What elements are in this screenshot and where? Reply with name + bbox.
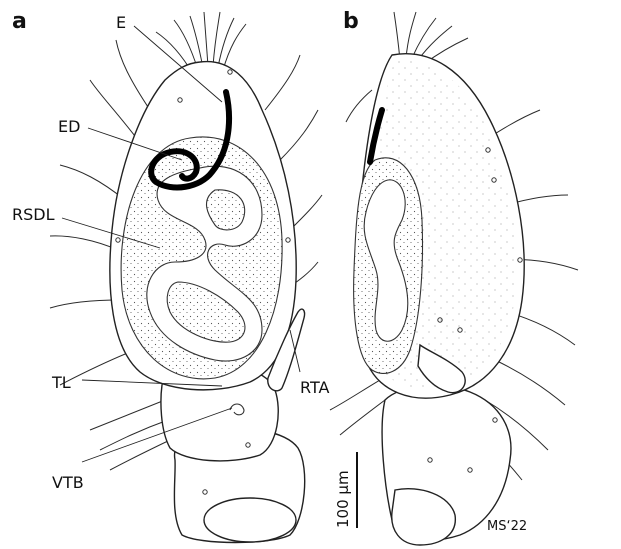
label-vtb: VTB [52, 473, 84, 492]
scale-bar-label: 100 µm [334, 470, 352, 528]
label-rsdl: RSDL [12, 205, 55, 224]
label-ed: ED [58, 117, 80, 136]
panel-a-drawing [50, 12, 322, 543]
illustrator-credit: MS‘22 [487, 519, 527, 534]
panel-b-drawing [330, 12, 578, 545]
label-tl: TL [51, 373, 71, 392]
panel-letter-b: b [343, 9, 359, 34]
label-e: E [116, 13, 126, 32]
scale-bar: 100 µm [334, 452, 357, 528]
panel-letter-a: a [12, 9, 27, 34]
label-rta: RTA [300, 378, 329, 397]
panel-a-tibia-base [204, 498, 296, 542]
